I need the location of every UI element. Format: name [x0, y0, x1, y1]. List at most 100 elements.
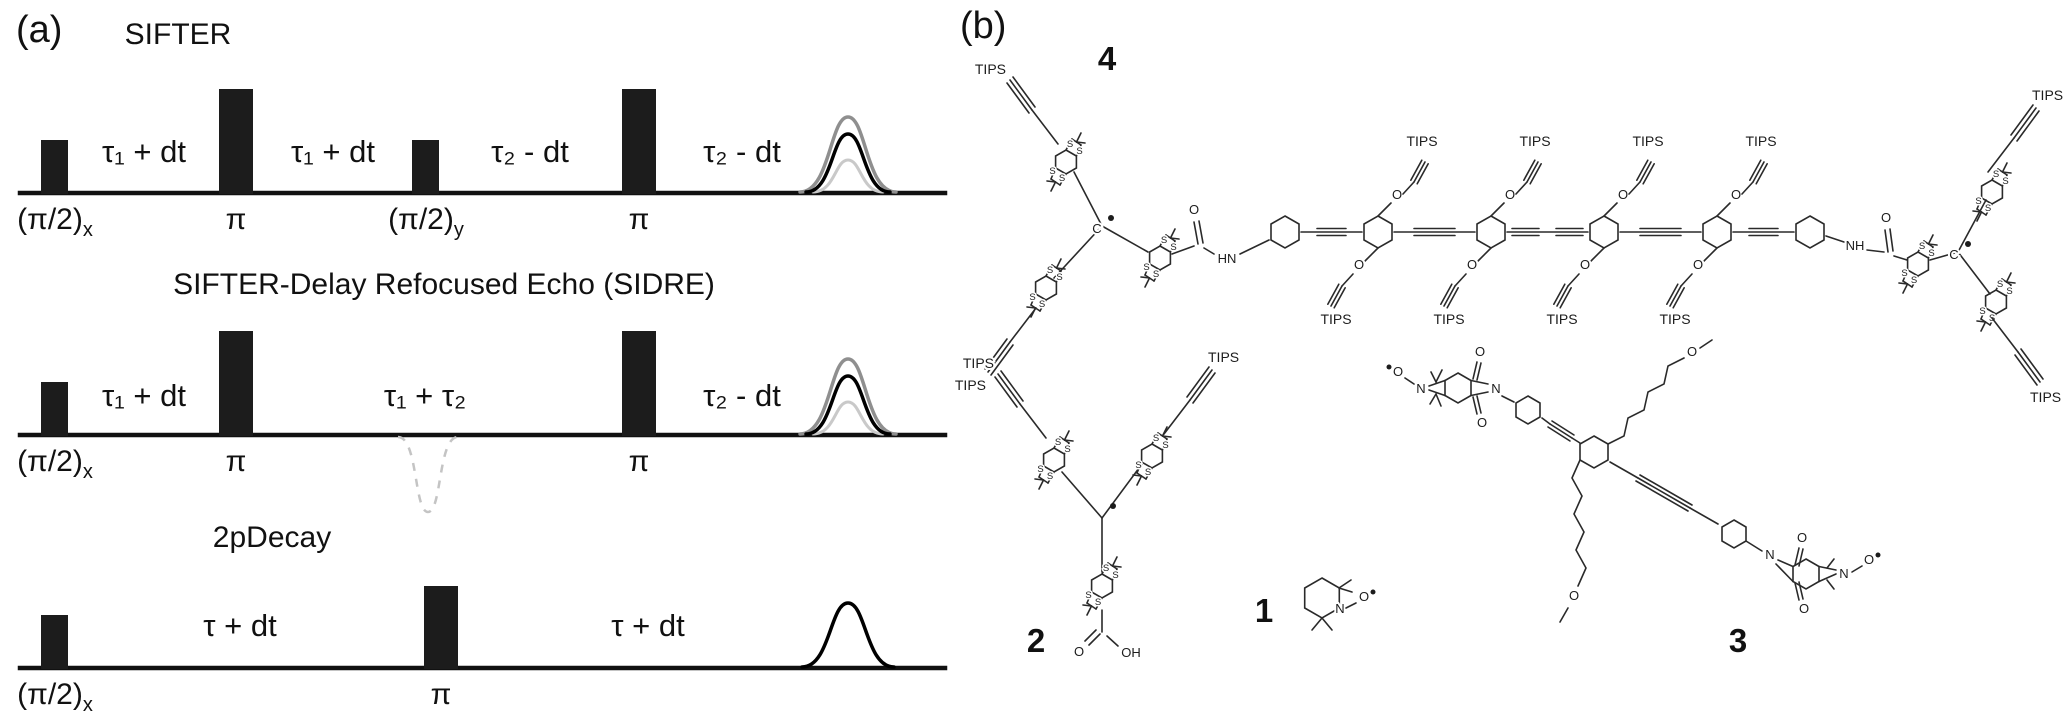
pulse-180-1 [219, 331, 253, 436]
phenylene-ring [1721, 519, 1747, 549]
pulse-label: (π/2)x [17, 445, 93, 483]
compound-3-number: 3 [1729, 622, 1747, 659]
panel-b-structures: S S S S TIPS TIPS TIPS [952, 5, 2066, 662]
delay-label: τ₁ + dt [291, 134, 375, 169]
hydroxyl-label: OH [1121, 645, 1141, 660]
echo-curve-gray [798, 357, 898, 436]
dialkoxy-phenylene-ring [1476, 215, 1506, 249]
dialkoxy-phenylene-ring [1702, 215, 1732, 249]
pulse-label: (π/2)x [17, 203, 93, 241]
compound-4-number: 4 [1098, 40, 1117, 77]
oxygen-atom-label: O [1569, 588, 1579, 603]
propargyloxy-chain-down [1544, 246, 1606, 329]
carbon-atom-label: C [1092, 221, 1101, 236]
radical-dot [1386, 364, 1392, 370]
radical-dot [1370, 589, 1376, 595]
tips-acetylene-arm [960, 353, 1048, 440]
phenylene-ring [1515, 395, 1541, 425]
butadiyne-linker [1506, 227, 1589, 237]
delay-label: τ₁ + dt [102, 134, 186, 169]
trityl-aryl-ring [1025, 257, 1067, 319]
alkoxy-chain-up: O [1607, 339, 1713, 445]
tips-acetylene-arm [972, 59, 1060, 146]
panel-a-pulse-sequences: (a) SIFTER τ₁ + dt τ₁ + dt τ₂ - dt τ₂ - … [16, 9, 948, 712]
pulse-label: π [629, 203, 650, 236]
pulse-label: (π/2)y [388, 203, 464, 241]
2pdecay-title: 2pDecay [213, 521, 331, 554]
phenylene-ring [1795, 215, 1825, 249]
oxygen-atom-label: O [1359, 589, 1369, 604]
compound-4-structure: 4 C O HN [952, 40, 2066, 407]
oxygen-atom-label: O [1799, 601, 1809, 616]
gem-dimethyl-ticks [1429, 369, 1443, 407]
trityl-aryl-ring [1897, 233, 1939, 295]
pulse-90-y [412, 140, 439, 194]
tips-acetylene-arm [952, 306, 1038, 395]
sidre-title: SIFTER-Delay Refocused Echo (SIDRE) [173, 268, 715, 301]
pulse-180-1 [219, 89, 253, 194]
delay-label: τ₁ + dt [102, 378, 186, 413]
piperidine-ring [1303, 577, 1341, 619]
phenylene-ring [1270, 215, 1300, 249]
trityl-aryl-ring [1131, 425, 1173, 487]
compound-1-structure: N O 1 [1255, 577, 1376, 631]
compound-2-structure: O OH 2 [960, 347, 1242, 662]
echo-curve-black [804, 132, 892, 194]
amide-nh-label: NH [1846, 238, 1865, 253]
sidre-sequence: SIFTER-Delay Refocused Echo (SIDRE) τ₁ +… [17, 268, 948, 514]
tips-acetylene-arm [1986, 85, 2066, 174]
tips-acetylene-arm [1990, 316, 2064, 407]
delay-label: τ + dt [203, 608, 277, 643]
2pdecay-sequence: 2pDecay τ + dt τ + dt (π/2)x π [17, 521, 948, 712]
propargyloxy-chain-up [1715, 131, 1779, 218]
echo-curve-light [811, 400, 885, 436]
tips-acetylene-arm [1162, 347, 1242, 436]
nitrogen-atom-label: N [1335, 601, 1344, 616]
carboxylic-acid-group: O OH [1072, 609, 1143, 662]
delay-label: τ₁ + τ₂ [384, 378, 466, 413]
delay-label: τ₂ - dt [703, 134, 781, 169]
pulse-180-2 [622, 331, 656, 436]
sifter-title: SIFTER [125, 18, 232, 51]
sifter-echo [798, 115, 898, 194]
left-nitroxide-unit: N O N O O [1386, 342, 1503, 432]
oxygen-atom-label: O [1687, 344, 1697, 359]
pulse-label: (π/2)x [17, 678, 93, 712]
radical-dot [1110, 503, 1116, 509]
pulse-180 [424, 586, 458, 669]
alkyne-linker [1619, 227, 1702, 237]
nitrogen-atom-label: N [1839, 566, 1848, 581]
oxygen-atom-label: O [1881, 210, 1891, 225]
propargyloxy-chain-down [1318, 246, 1380, 329]
oxygen-atom-label: O [1475, 344, 1485, 359]
oxygen-atom-label: O [1189, 202, 1199, 217]
echo-curve-gray [798, 115, 898, 194]
alkyne-linker [1541, 417, 1581, 444]
panel-a-label: (a) [16, 9, 62, 51]
wire-backbone [1270, 131, 1825, 329]
alkyne-linker [1732, 227, 1795, 237]
propargyloxy-chain-down [1431, 246, 1493, 329]
compound-2-number: 2 [1027, 622, 1045, 659]
right-nitroxide-unit: N O O N O [1745, 528, 1881, 618]
delay-label: τ + dt [611, 608, 685, 643]
gem-dimethyl-ticks [1311, 579, 1353, 631]
left-amide-linker: O HN [1171, 200, 1270, 268]
fused-benzene-ring [1444, 372, 1472, 404]
carbon-atom-label: C [1949, 247, 1958, 262]
sidre-echo [798, 357, 898, 436]
virtual-echo-dashed-curve [397, 435, 459, 514]
pulse-label: π [226, 445, 247, 478]
compound-3-structure: N O N O O [1386, 339, 1881, 659]
delay-label: τ₂ - dt [703, 378, 781, 413]
pulse-label: π [629, 445, 650, 478]
alkoxy-chain-down: O [1559, 459, 1587, 623]
propargyloxy-chain-up [1489, 131, 1553, 218]
amide-hn-label: HN [1218, 251, 1237, 266]
right-trityl-radical: C [1897, 85, 2066, 407]
trityl-aryl-ring [1971, 161, 2013, 223]
central-dialkyl-ring [1579, 435, 1609, 469]
pulse-180-2 [622, 89, 656, 194]
propargyloxy-chain-down [1657, 246, 1719, 329]
